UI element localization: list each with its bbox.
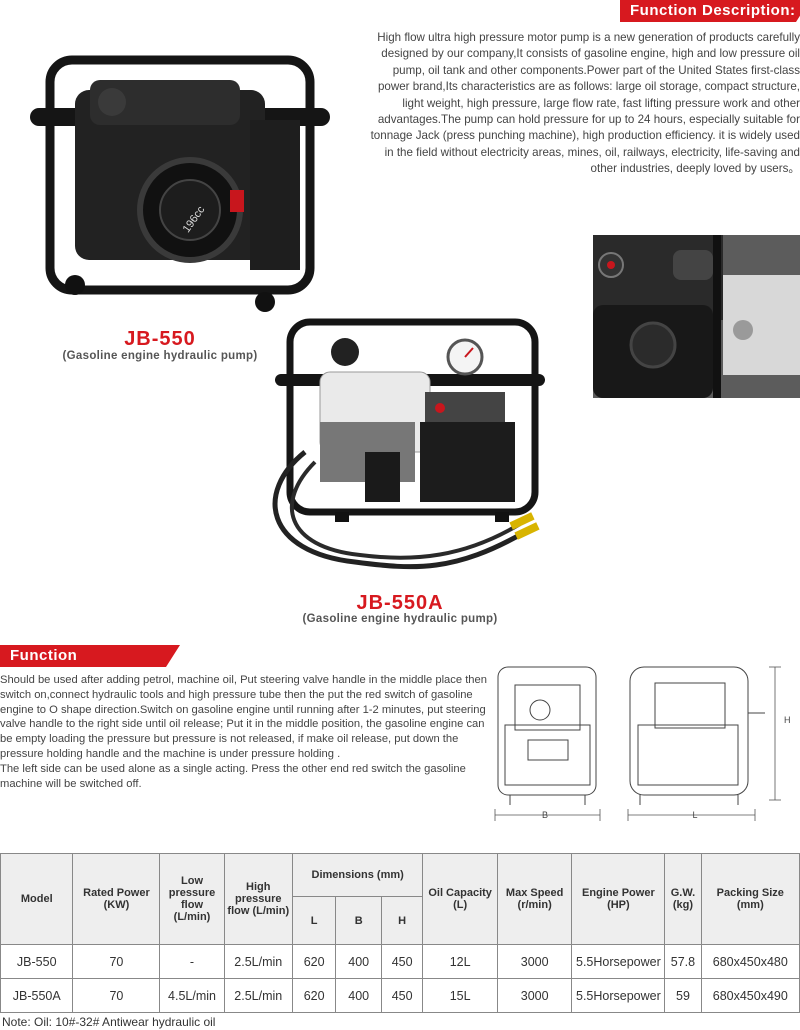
cell-dim-h: 450 <box>380 978 424 1013</box>
jb-550-subtitle: (Gasoline engine hydraulic pump) <box>62 350 258 362</box>
function-description-text-mid: Should be used after adding petrol, mach… <box>0 673 488 791</box>
cell-dim-h: 450 <box>380 944 424 979</box>
jb-550a-subtitle: (Gasoline engine hydraulic pump) <box>302 613 498 625</box>
cell-gw: 57.8 <box>664 944 702 979</box>
cell-packing: 680x450x480 <box>700 944 800 979</box>
header-max-speed: Max Speed (r/min) <box>496 853 573 945</box>
header-dim-b: B <box>335 896 382 945</box>
cell-oil-capacity: 12L <box>422 944 498 979</box>
jb-550-model-name: JB-550 <box>124 328 196 350</box>
header-rated-power: Rated Power (KW) <box>72 853 161 945</box>
table-subheader-row: L B H <box>1 896 800 945</box>
cell-packing: 680x450x490 <box>700 978 800 1013</box>
cell-model: JB-550 <box>0 944 74 979</box>
dimension-h-label: H <box>784 715 791 725</box>
header-low-pressure-flow: Low pressure flow (L/min) <box>159 853 225 945</box>
cell-dim-l: 620 <box>291 978 337 1013</box>
cell-high-flow: 2.5L/min <box>223 978 293 1013</box>
cell-oil-capacity: 15L <box>422 978 498 1013</box>
dimension-diagram: B L H <box>494 666 791 821</box>
cell-rated-power: 70 <box>72 978 161 1013</box>
function-description-badge-mid: Function Description: <box>0 645 180 667</box>
table-row: JB-550A 70 4.5L/min 2.5L/min 620 400 450… <box>0 978 800 1013</box>
header-oil-capacity: Oil Capacity (L) <box>422 853 498 945</box>
jb-550-photo: 196cc <box>30 55 330 312</box>
cell-engine-power: 5.5Horsepower <box>571 944 666 979</box>
cell-model: JB-550A <box>0 978 74 1013</box>
cell-rated-power: 70 <box>72 944 161 979</box>
header-high-pressure-flow: High pressure flow (L/min) <box>223 853 293 945</box>
cell-dim-b: 400 <box>335 978 382 1013</box>
pump-detail-photo <box>593 235 800 398</box>
cell-low-flow: - <box>159 944 225 979</box>
front-view-drawing <box>497 666 597 805</box>
cell-dim-l: 620 <box>291 944 337 979</box>
header-dimensions: Dimensions (mm) <box>291 852 424 898</box>
cell-low-flow: 4.5L/min <box>159 978 225 1013</box>
header-model: Model <box>0 853 74 945</box>
cell-dim-b: 400 <box>335 944 382 979</box>
function-description-text-top: High flow ultra high pressure motor pump… <box>370 31 800 176</box>
instructions-text: Should be used after adding petrol, mach… <box>0 674 487 790</box>
function-description-badge-top: Function Description: <box>620 0 800 22</box>
dimension-l-label: L <box>692 810 697 820</box>
cell-high-flow: 2.5L/min <box>223 944 293 979</box>
header-gw: G.W. (kg) <box>664 853 702 945</box>
dimension-b-label: B <box>542 810 548 820</box>
table-header-row: Model Rated Power (KW) Low pressure flow… <box>0 852 800 945</box>
specifications-table: Model Rated Power (KW) Low pressure flow… <box>0 852 800 1013</box>
header-packing-size: Packing Size (mm) <box>700 853 800 945</box>
header-dim-l: L <box>291 896 337 945</box>
cell-max-speed: 3000 <box>496 944 573 979</box>
cell-max-speed: 3000 <box>496 978 573 1013</box>
oil-note: Note: Oil: 10#-32# Antiwear hydraulic oi… <box>2 1015 216 1029</box>
jb-550a-photo <box>272 318 545 570</box>
header-engine-power: Engine Power (HP) <box>571 853 666 945</box>
header-dim-h: H <box>380 896 424 945</box>
side-view-drawing <box>629 666 765 805</box>
jb-550a-model-name: JB-550A <box>356 592 444 614</box>
cell-gw: 59 <box>664 978 702 1013</box>
table-row: JB-550 70 - 2.5L/min 620 400 450 12L 300… <box>0 944 800 979</box>
cell-engine-power: 5.5Horsepower <box>571 978 666 1013</box>
